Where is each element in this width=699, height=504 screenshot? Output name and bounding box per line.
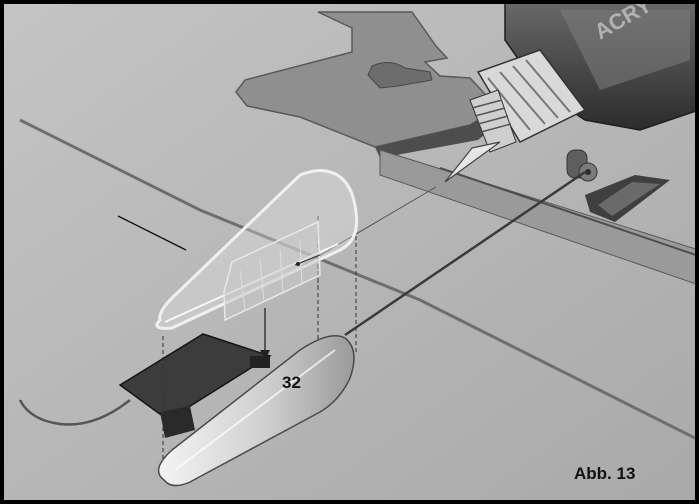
insert-arrow-head (260, 350, 270, 360)
control-horn (566, 149, 670, 222)
glue-bottle: ACRY (444, 0, 699, 183)
hinge-line (439, 167, 699, 257)
alignment-guides (162, 216, 357, 462)
pushrod (344, 170, 586, 337)
tail-stabilizer (235, 11, 500, 148)
leader-line (117, 215, 187, 251)
servo-cable (18, 399, 131, 426)
part-number-label: 32 (282, 373, 301, 392)
stabilizer-edge (375, 108, 505, 158)
elevator-strip (379, 149, 699, 286)
stabilizer-slot (367, 62, 433, 89)
glue-indicator-line (299, 186, 437, 268)
servo-cover (157, 335, 355, 487)
figure-caption: Abb. 13 (574, 464, 635, 483)
clear-cover (155, 169, 359, 330)
